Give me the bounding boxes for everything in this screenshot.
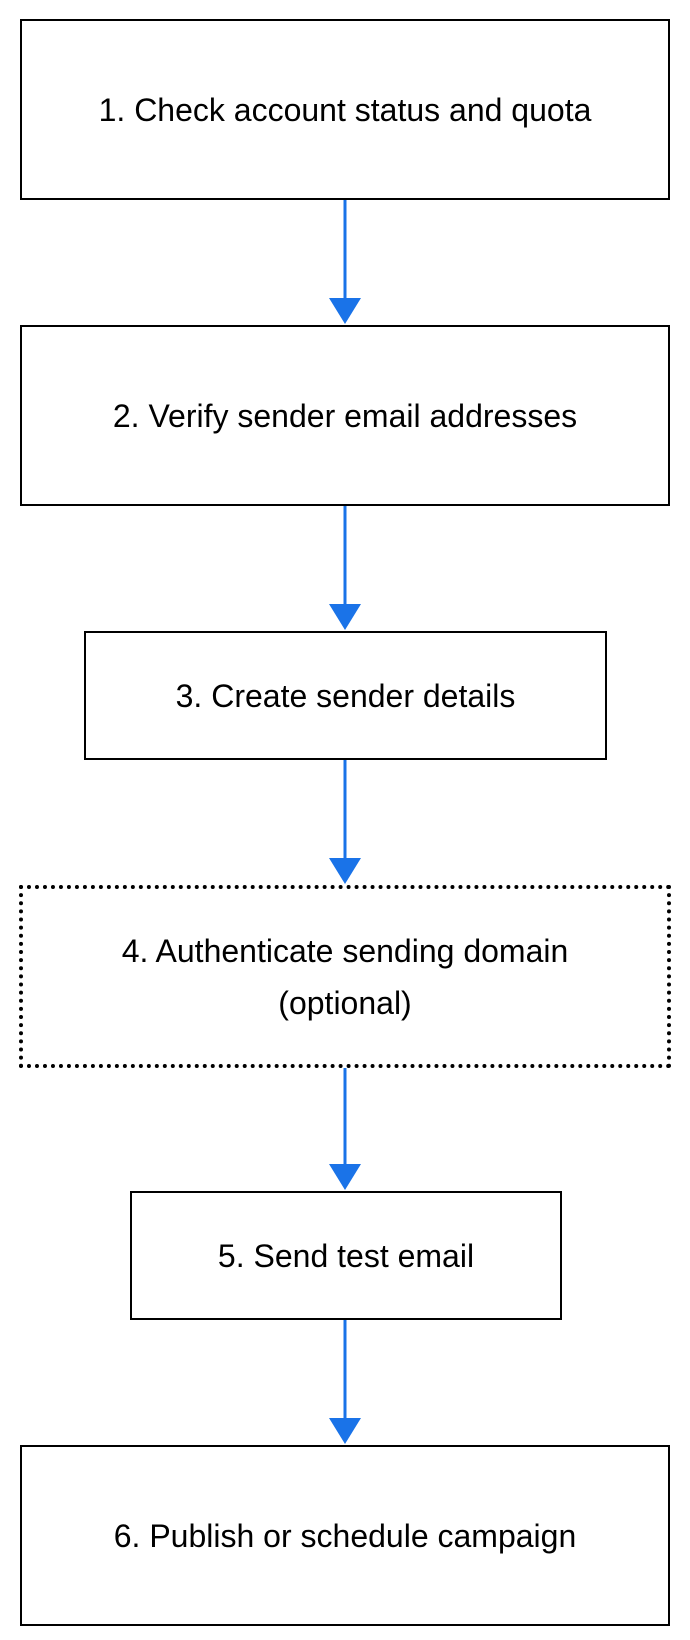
step-check-account-status: 1. Check account status and quota: [20, 19, 670, 200]
step-label: 2. Verify sender email addresses: [112, 397, 578, 434]
step-label: 5. Send test email: [217, 1237, 475, 1274]
step-label: 3. Create sender details: [175, 677, 516, 714]
arrowhead-icon: [329, 858, 361, 884]
step-label: 6. Publish or schedule campaign: [113, 1517, 577, 1554]
step-publish-or-schedule: 6. Publish or schedule campaign: [20, 1445, 670, 1626]
step-send-test-email: 5. Send test email: [130, 1191, 562, 1320]
step-authenticate-domain-optional: 4. Authenticate sending domain (optional…: [19, 885, 671, 1068]
step-verify-sender-emails: 2. Verify sender email addresses: [20, 325, 670, 506]
arrowhead-icon: [329, 604, 361, 630]
arrowhead-icon: [329, 298, 361, 324]
arrowhead-icon: [329, 1164, 361, 1190]
step-label: 4. Authenticate sending domain (optional…: [121, 932, 569, 1021]
arrowhead-icon: [329, 1418, 361, 1444]
step-create-sender-details: 3. Create sender details: [84, 631, 607, 760]
step-label: 1. Check account status and quota: [98, 91, 592, 128]
